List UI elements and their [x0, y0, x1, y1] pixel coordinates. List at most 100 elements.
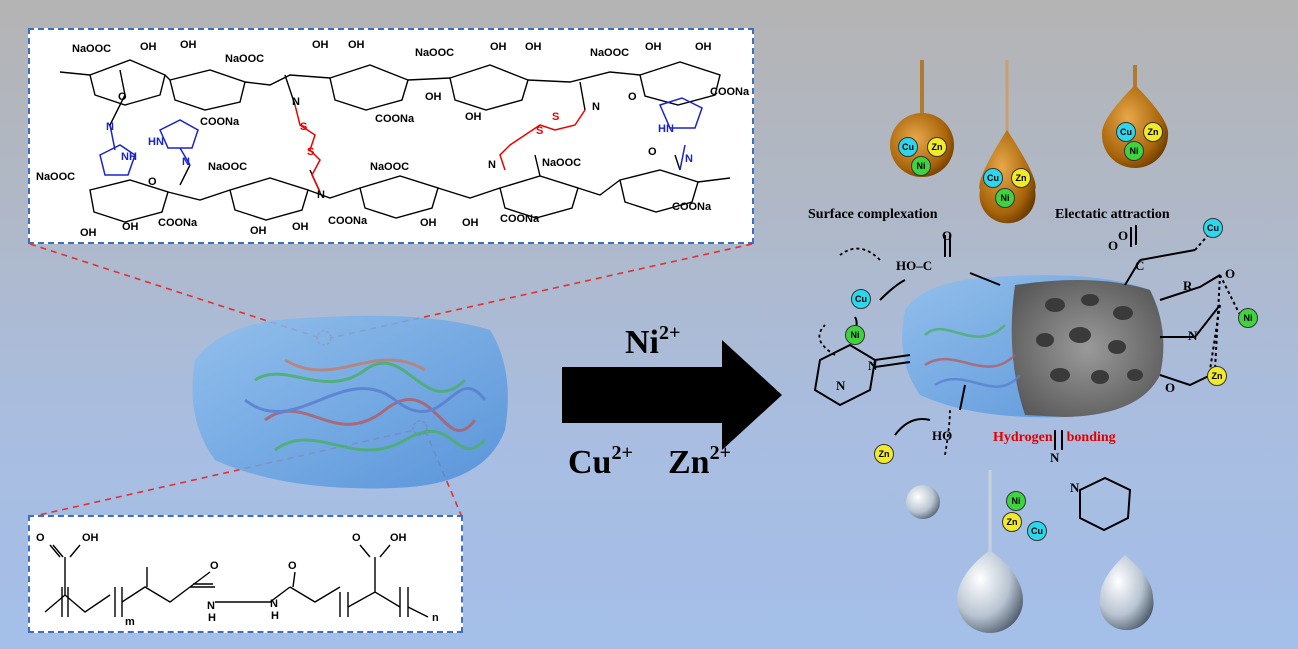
svg-text:n: n — [432, 612, 439, 624]
svg-text:COONa: COONa — [500, 213, 540, 225]
svg-text:N: N — [317, 189, 325, 201]
svg-text:OH: OH — [525, 41, 542, 53]
svg-text:COONa: COONa — [328, 215, 368, 227]
colored-droplets — [890, 60, 1169, 224]
svg-text:N: N — [488, 159, 496, 171]
carboxylate-c: C — [1135, 258, 1145, 273]
svg-text:N: N — [182, 156, 190, 168]
svg-text:COONa: COONa — [200, 116, 240, 128]
svg-text:OH: OH — [82, 532, 99, 544]
svg-text:NaOOC: NaOOC — [208, 161, 247, 173]
clear-droplets — [906, 470, 1154, 633]
svg-text:S: S — [536, 125, 543, 137]
lower-pyridine-n: N — [1070, 480, 1080, 495]
svg-text:COONa: COONa — [158, 217, 198, 229]
svg-text:N: N — [292, 96, 300, 108]
zn-ion-hbond: Zn — [874, 444, 894, 464]
ni-ion-pyridine: Ni — [1006, 491, 1026, 511]
svg-text:NaOOC: NaOOC — [590, 47, 629, 59]
zn-ion-chelation: Zn — [1207, 366, 1227, 386]
carboxylate-o: O — [1118, 228, 1129, 243]
svg-text:HN: HN — [658, 123, 674, 135]
svg-text:N: N — [270, 598, 278, 610]
hydrogel-block — [192, 315, 508, 489]
svg-text:O: O — [118, 91, 127, 103]
lower-imine-n: N — [1050, 450, 1060, 465]
alkyl-r: R — [1183, 278, 1193, 293]
svg-text:H: H — [208, 612, 216, 624]
carboxyl-ho-c: HO–C — [896, 258, 933, 273]
svg-text:O: O — [628, 91, 637, 103]
imine-n: N — [868, 358, 878, 373]
cu-ion-pyridine: Cu — [1027, 521, 1047, 541]
svg-text:OH: OH — [250, 225, 267, 237]
svg-text:NaOOC: NaOOC — [542, 157, 581, 169]
cu-ion-label: Cu2+ — [568, 442, 633, 481]
svg-text:OH: OH — [695, 41, 712, 53]
svg-text:NaOOC: NaOOC — [415, 47, 454, 59]
ether-o: O — [1165, 380, 1176, 395]
ni-ion-complexation: Ni — [845, 325, 865, 345]
carboxylate-o-double: O — [1108, 238, 1119, 253]
svg-text:OH: OH — [80, 227, 97, 239]
svg-text:NaOOC: NaOOC — [225, 53, 264, 65]
cu-ion: Cu — [1116, 122, 1136, 142]
electrostatic-attraction-label: Electatic attraction — [1055, 207, 1170, 222]
svg-text:N: N — [685, 153, 693, 165]
svg-text:OH: OH — [420, 217, 437, 229]
process-arrow — [562, 340, 782, 450]
svg-text:N: N — [106, 121, 114, 133]
polyacrylic-acid-structure-box: O OH O N H N H O O OH m n — [28, 515, 463, 633]
svg-text:S: S — [307, 146, 314, 158]
svg-text:OH: OH — [645, 41, 662, 53]
svg-text:NaOOC: NaOOC — [36, 171, 75, 183]
carboxyl-o: O — [942, 228, 953, 243]
mechanism-bonds — [813, 225, 1241, 455]
svg-text:OH: OH — [292, 221, 309, 233]
ni-ion: Ni — [911, 156, 931, 176]
adsorbent-block — [902, 275, 1164, 418]
svg-text:COONa: COONa — [710, 86, 750, 98]
svg-text:O: O — [648, 146, 657, 158]
svg-text:NH: NH — [121, 151, 137, 163]
svg-text:OH: OH — [465, 111, 482, 123]
svg-text:O: O — [36, 532, 45, 544]
svg-text:COONa: COONa — [375, 113, 415, 125]
alkoxide-o: O — [1225, 266, 1236, 281]
svg-text:m: m — [125, 616, 135, 628]
svg-text:OH: OH — [348, 39, 365, 51]
svg-text:OH: OH — [122, 221, 139, 233]
svg-text:NaOOC: NaOOC — [72, 43, 111, 55]
svg-text:OH: OH — [390, 532, 407, 544]
zn-ion: Zn — [1011, 168, 1031, 188]
hydrogen-bonding-label: Hydrogen bonding — [993, 430, 1116, 445]
zn-ion-label: Zn2+ — [668, 442, 731, 481]
svg-text:OH: OH — [462, 217, 479, 229]
svg-text:S: S — [300, 121, 307, 133]
oxidized-alginate-structure-box: NaOOC OH OH COONa NaOOC OH OH COONa NaOO… — [28, 28, 754, 244]
ni-ion-label: Ni2+ — [625, 322, 681, 361]
ni-ion: Ni — [995, 188, 1015, 208]
surface-complexation-label: Surface complexation — [808, 207, 938, 222]
svg-text:OH: OH — [312, 39, 329, 51]
svg-text:OH: OH — [180, 39, 197, 51]
svg-text:N: N — [207, 600, 215, 612]
svg-text:O: O — [148, 176, 157, 188]
svg-text:NaOOC: NaOOC — [370, 161, 409, 173]
svg-text:COONa: COONa — [672, 201, 712, 213]
svg-text:O: O — [210, 560, 219, 572]
zn-ion: Zn — [927, 137, 947, 157]
svg-text:OH: OH — [490, 41, 507, 53]
ni-ion-electrostatic: Ni — [1238, 308, 1258, 328]
svg-text:O: O — [288, 560, 297, 572]
ni-ion: Ni — [1124, 141, 1144, 161]
svg-text:HN: HN — [148, 136, 164, 148]
cu-ion-complexation: Cu — [851, 289, 871, 309]
cu-ion: Cu — [983, 168, 1003, 188]
zn-ion: Zn — [1143, 122, 1163, 142]
polyacrylic-acid-structure: O OH O N H N H O O OH m n — [36, 532, 439, 628]
svg-text:H: H — [271, 610, 279, 622]
zn-ion-pyridine: Zn — [1002, 512, 1022, 532]
lower-pyridine-ring — [1079, 476, 1132, 532]
svg-text:S: S — [552, 111, 559, 123]
